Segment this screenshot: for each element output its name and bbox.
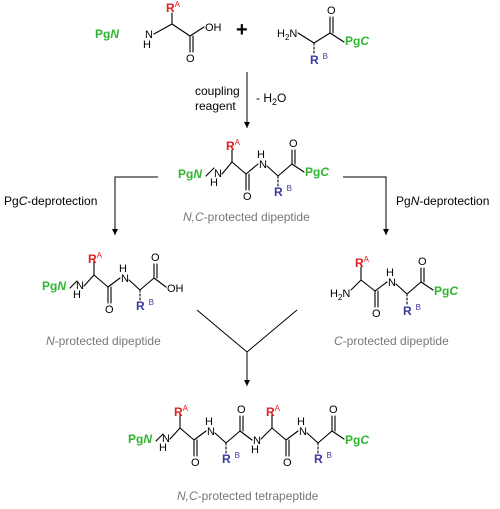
- pgn-label: PgN: [95, 27, 119, 41]
- carbonyl-o: O: [151, 252, 160, 264]
- reactant-pgn-amino-acid: PgN H N RA O OH: [95, 0, 222, 65]
- carbonyl-o: O: [186, 53, 195, 65]
- plus-sign: +: [236, 19, 248, 41]
- nh-n: N: [145, 29, 153, 41]
- converge-lines: [196, 309, 298, 353]
- amide-h: H: [119, 263, 127, 275]
- amide-n: N: [388, 277, 396, 289]
- caption-nc-dipeptide: N,C-protected dipeptide: [183, 210, 310, 224]
- oh-label: OH: [205, 22, 222, 34]
- h2n-label: H2N: [330, 288, 350, 302]
- carbonyl-o: O: [327, 5, 336, 17]
- ra-label: RA: [226, 138, 241, 153]
- h2n-label: H2N: [277, 28, 297, 42]
- nh-n: N: [214, 168, 222, 180]
- amide-n-3: N: [299, 426, 307, 438]
- oh-label: OH: [167, 283, 184, 295]
- nh-h: H: [159, 442, 167, 454]
- nh-n: N: [162, 433, 170, 445]
- pgc-label: PgC: [305, 165, 329, 179]
- carbonyl-o: O: [243, 191, 252, 203]
- ra-label: RA: [355, 255, 370, 270]
- pgc-label: PgC: [345, 433, 369, 447]
- pgn-label: PgN: [128, 432, 152, 446]
- carbonyl-o-2: O: [237, 404, 246, 416]
- coupling-label-2: reagent: [195, 99, 236, 113]
- pgn-deprotection-label: PgN-deprotection: [396, 194, 489, 208]
- carbonyl-o-1: O: [191, 457, 200, 469]
- amide-n: N: [259, 159, 267, 171]
- carbonyl-o: O: [372, 308, 381, 320]
- pgn-label: PgN: [42, 279, 66, 293]
- amide-n: N: [121, 273, 129, 285]
- nh-h: H: [143, 39, 151, 51]
- amide-h: H: [386, 267, 394, 279]
- ra-label-2: RA: [266, 404, 281, 419]
- amide-h-3: H: [297, 416, 305, 428]
- amide-h: H: [257, 149, 265, 161]
- right-arrow: [343, 176, 389, 235]
- caption-n-dipeptide: N-protected dipeptide: [46, 334, 161, 348]
- carbonyl-o: O: [418, 256, 427, 268]
- carbonyl-o-4: O: [329, 404, 338, 416]
- ra-label-1: RA: [174, 404, 189, 419]
- caption-c-dipeptide: C-protected dipeptide: [334, 334, 449, 348]
- amide-n-2: N: [253, 435, 261, 447]
- nh-h: H: [210, 177, 218, 189]
- nh-h: H: [73, 289, 81, 301]
- pgc-deprotection-label: PgC-deprotection: [4, 194, 97, 208]
- left-arrow: [112, 176, 158, 235]
- pgn-label: PgN: [178, 167, 202, 181]
- amide-h-2: H: [251, 444, 259, 456]
- amide-h-1: H: [205, 416, 213, 428]
- carbonyl-o-3: O: [283, 457, 292, 469]
- amide-n-1: N: [207, 426, 215, 438]
- ra-label: RA: [88, 251, 103, 266]
- coupling-label-1: coupling: [195, 84, 240, 98]
- ra-label: RA: [166, 0, 181, 15]
- carbonyl-o: O: [289, 138, 298, 150]
- carbonyl-o: O: [105, 304, 114, 316]
- nh-n: N: [76, 280, 84, 292]
- caption-tetrapeptide: N,C-protected tetrapeptide: [177, 489, 319, 503]
- water-loss-label: - H2O: [256, 91, 286, 107]
- pgc-label: PgC: [434, 284, 458, 298]
- pgc-label: PgC: [345, 34, 369, 48]
